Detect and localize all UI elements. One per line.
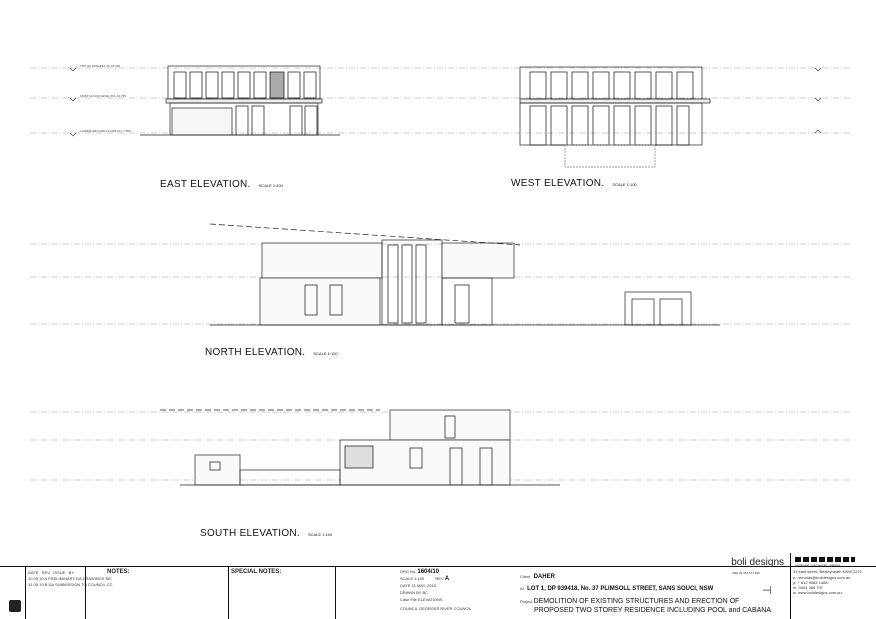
company-logo — [795, 557, 855, 562]
west-elevation-title: WEST ELEVATION.SCALE 1:100 — [511, 178, 637, 189]
south-elevation-title: SOUTH ELEVATION.SCALE 1:100 — [200, 528, 333, 539]
west-elevation-building — [519, 66, 711, 168]
project-description-line2: PROPOSED TWO STOREY RESIDENCE INCLUDING … — [534, 607, 772, 614]
council: COUNCIL GEORGES RIVER COUNCIL — [400, 606, 472, 611]
north-elevation-title: NORTH ELEVATION.SCALE 1:100 — [205, 347, 338, 358]
notes-heading: NOTES: — [107, 569, 130, 575]
north-elevation-building — [209, 223, 720, 326]
title-block-border — [0, 566, 876, 568]
drawn-by: DRAWN BY BC — [400, 590, 429, 595]
company-phone: p. + 612 9584 1488 — [793, 580, 828, 585]
seal-icon — [9, 600, 21, 612]
table-row: 10.05.19 A PRELIMINARY DA DRAWINGS MC — [28, 576, 112, 581]
level-first-floor: FIRST FLOOR LEVEL FFL 10.765 — [80, 94, 126, 98]
special-notes-heading: SPECIAL NOTES: — [231, 569, 282, 575]
company-name: boli designs — [731, 557, 784, 568]
scale: SCALE 1:100 REV A — [400, 576, 450, 582]
north-arrow-icon: ⊣ — [762, 585, 772, 597]
south-elevation-building — [160, 409, 560, 486]
company-address: 33 east street, Bexleyheath NSW 2221 — [793, 569, 862, 574]
company-mobile: m. 0402 366 797 — [793, 585, 824, 590]
company-web[interactable]: w. www.bolidesigns.com.au — [793, 590, 842, 595]
east-elevation-title: EAST ELEVATION.SCALE 1:100 — [160, 179, 283, 190]
level-lower: LOWER GROUND FLOOR FFL 7.850 — [80, 129, 131, 133]
abn: ABN 39 451 571 826 — [732, 571, 760, 575]
level-parapet: TOP OF PARAPET RL 15.360 — [80, 64, 121, 68]
project-description: Project DEMOLITION OF EXISTING STRUCTURE… — [520, 598, 740, 605]
site-address: At LOT 1, DP 939418, No. 37 PLIMSOLL STR… — [520, 586, 714, 592]
drawing-number: DRG No. 1604/10 — [400, 569, 440, 575]
case-file: Case File ELEVATIONS — [400, 597, 443, 602]
company-tagline: residential • commercial • interiors — [795, 563, 841, 567]
table-row: 31.05.19 B DA SUBMISSION TO COUNCIL CC — [28, 582, 113, 587]
date: DATE 31 MAY, 2019 — [400, 583, 437, 588]
client: Client DAHER — [520, 574, 555, 580]
company-email[interactable]: e. nicholas@bolidesigns.com.au — [793, 575, 851, 580]
east-elevation-building — [140, 65, 340, 136]
